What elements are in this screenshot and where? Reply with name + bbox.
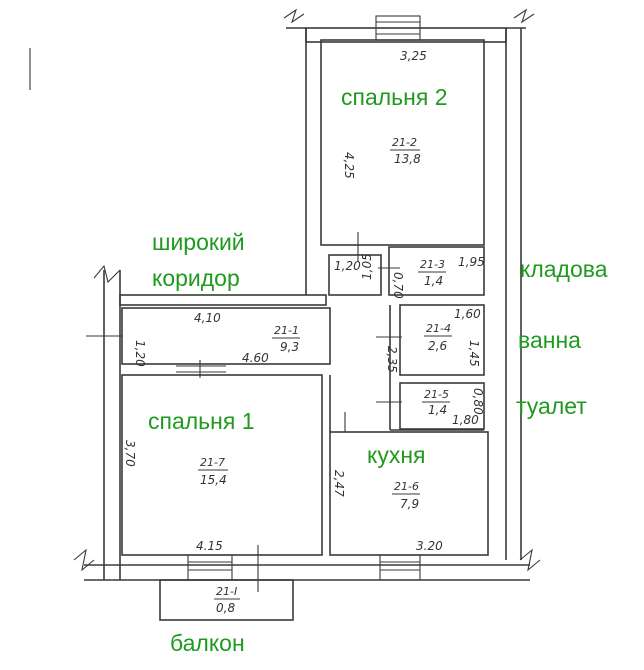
label-corridor-line1: широкий <box>152 229 245 255</box>
code-kitchen-number: 21-6 <box>394 480 419 493</box>
dim-corridor-top: 4,10 <box>194 311 221 325</box>
room-codes: 21-2 13,8 21-1 9,3 21-3 1,4 21-4 2,6 21-… <box>198 136 452 615</box>
code-bedroom1-area: 15,4 <box>200 473 227 487</box>
code-balcony: 21-I 0,8 <box>214 585 240 615</box>
label-corridor-line2: коридор <box>152 265 240 291</box>
room-labels: спальня 2 широкий коридор кладова ванна … <box>148 84 608 656</box>
window-kitchen <box>379 554 421 581</box>
code-balcony-number: 21-I <box>216 585 237 598</box>
dim-bedroom2-length: 4,25 <box>342 152 356 179</box>
code-storage: 21-3 1,4 <box>418 258 446 288</box>
code-bedroom2-area: 13,8 <box>394 152 421 166</box>
code-toilet-area: 1,4 <box>428 403 447 417</box>
dim-bathroom-length: 1,45 <box>467 340 481 367</box>
dim-corridor-width: 1,20 <box>133 340 147 367</box>
code-corridor-number: 21-1 <box>274 324 299 337</box>
code-toilet-number: 21-5 <box>424 388 449 401</box>
label-balcony: балкон <box>170 630 245 656</box>
code-kitchen: 21-6 7,9 <box>392 480 420 511</box>
window-bedroom1 <box>187 554 233 581</box>
balcony-walls <box>159 579 294 621</box>
dim-bathroom-width: 1,60 <box>454 307 481 321</box>
code-storage-number: 21-3 <box>420 258 445 271</box>
code-storage-area: 1,4 <box>424 274 443 288</box>
code-bathroom-number: 21-4 <box>426 322 451 335</box>
dim-corridor-bottom: 4.60 <box>242 351 269 365</box>
code-corridor: 21-1 9,3 <box>272 324 300 354</box>
code-balcony-area: 0,8 <box>216 601 235 615</box>
toilet-walls <box>399 382 485 430</box>
label-storage: кладова <box>520 256 608 282</box>
code-corridor-area: 9,3 <box>280 340 299 354</box>
label-toilet: туалет <box>516 393 587 419</box>
label-kitchen: кухня <box>367 442 425 468</box>
code-bedroom1-number: 21-7 <box>200 456 225 469</box>
code-kitchen-area: 7,9 <box>400 497 419 511</box>
code-bedroom2-number: 21-2 <box>392 136 417 149</box>
label-bathroom: ванна <box>518 327 581 353</box>
dim-bedroom1-height: 3,70 <box>123 440 137 467</box>
dim-hall-width: 1,20 <box>334 259 361 273</box>
dim-toilet-depth: 0,80 <box>471 388 485 415</box>
dim-storage-depth: 0,70 <box>391 272 405 299</box>
dimensions: 3,25 4,25 4,10 4.60 1,20 1,20 1,05 1,95 … <box>123 49 485 553</box>
code-toilet: 21-5 1,4 <box>422 388 450 417</box>
dim-bedroom1-width: 4.15 <box>196 539 223 553</box>
dim-kitchen-height: 2,47 <box>332 470 346 497</box>
code-bedroom1: 21-7 15,4 <box>198 456 228 487</box>
corridor-top-wall <box>119 294 327 306</box>
code-bedroom2: 21-2 13,8 <box>390 136 421 166</box>
code-bathroom-area: 2,6 <box>428 339 447 353</box>
dim-bedroom2-width: 3,25 <box>400 49 427 63</box>
walls <box>29 8 541 621</box>
dim-kitchen-width: 3.20 <box>416 539 443 553</box>
dim-bath-block-height: 2,35 <box>385 346 399 373</box>
hall-walls <box>328 254 382 296</box>
storage-walls <box>388 246 485 296</box>
code-bathroom: 21-4 2,6 <box>424 322 452 353</box>
dim-storage-width: 1,95 <box>458 255 485 269</box>
bathroom-walls <box>399 304 485 376</box>
label-bedroom2: спальня 2 <box>341 84 448 110</box>
dim-hall-length: 1,05 <box>360 253 374 280</box>
label-bedroom1: спальня 1 <box>148 408 255 434</box>
dim-toilet-width: 1,80 <box>452 413 479 427</box>
